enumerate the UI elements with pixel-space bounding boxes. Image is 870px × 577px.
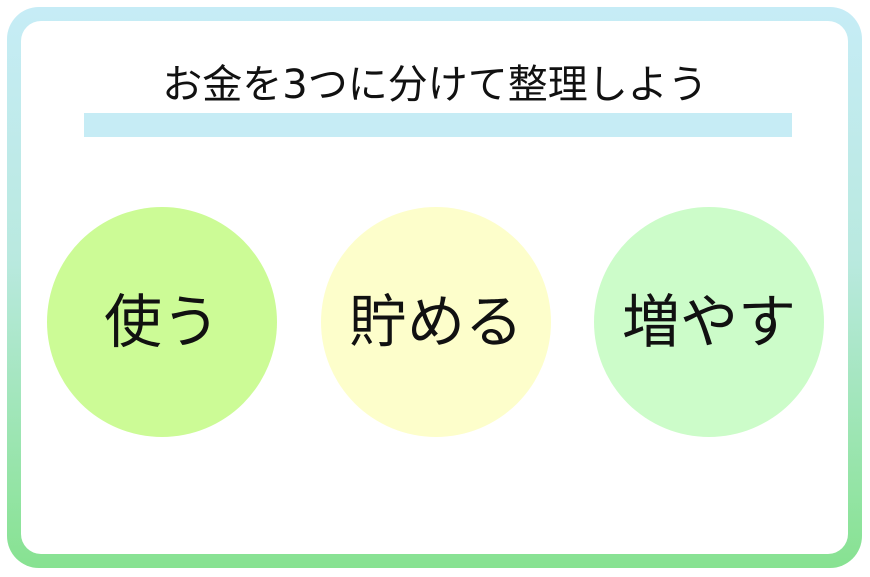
circle-grow-label: 増やす [621,288,796,356]
title-underline-bar [84,113,792,137]
circle-save: 貯める [321,207,551,437]
circle-grow: 増やす [594,207,824,437]
diagram-title: お金を3つに分けて整理しよう [162,62,708,108]
circle-save-label: 貯める [348,288,523,356]
circle-use: 使う [47,207,277,437]
circle-use-label: 使う [103,288,220,356]
